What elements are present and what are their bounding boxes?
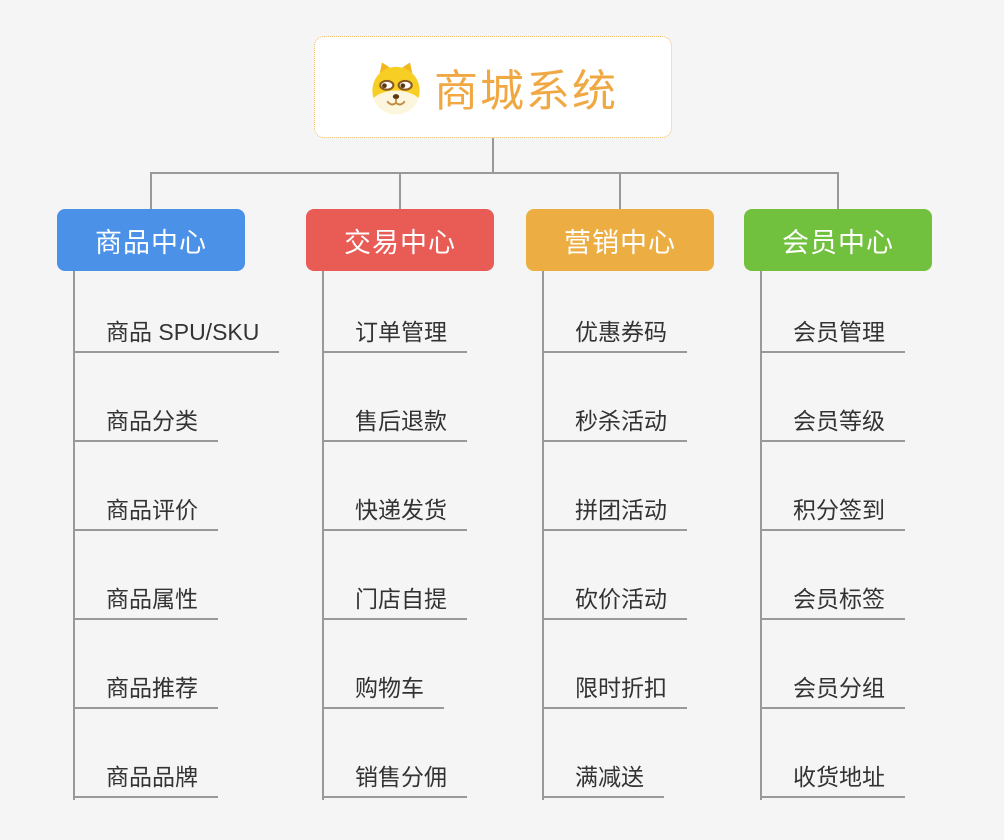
child-node-product-center-0[interactable]: 商品 SPU/SKU: [73, 317, 280, 353]
child-node-product-center-2[interactable]: 商品评价: [73, 495, 218, 531]
child-node-product-center-3[interactable]: 商品属性: [73, 584, 218, 620]
branch-node-member-center[interactable]: 会员中心: [744, 209, 932, 271]
connector-drop-product-center: [150, 172, 152, 209]
child-node-marketing-center-1[interactable]: 秒杀活动: [542, 406, 687, 442]
connector-root-stub: [492, 138, 494, 173]
branch-node-trade-center[interactable]: 交易中心: [306, 209, 494, 271]
child-node-product-center-5[interactable]: 商品品牌: [73, 762, 218, 798]
child-node-trade-center-1[interactable]: 售后退款: [322, 406, 467, 442]
child-node-marketing-center-4[interactable]: 限时折扣: [542, 673, 687, 709]
connector-column-marketing-center: [542, 271, 544, 800]
connector-column-trade-center: [322, 271, 324, 800]
child-node-member-center-3[interactable]: 会员标签: [760, 584, 905, 620]
connector-column-member-center: [760, 271, 762, 800]
child-node-marketing-center-5[interactable]: 满减送: [542, 762, 664, 798]
connector-drop-trade-center: [399, 172, 401, 209]
child-node-trade-center-0[interactable]: 订单管理: [322, 317, 467, 353]
root-title: 商城系统: [434, 67, 618, 116]
branch-node-marketing-center[interactable]: 营销中心: [526, 209, 714, 271]
child-node-marketing-center-3[interactable]: 砍价活动: [542, 584, 687, 620]
dog-icon: [372, 62, 420, 115]
connector-drop-member-center: [837, 172, 839, 209]
connector-drop-marketing-center: [619, 172, 621, 209]
child-node-trade-center-4[interactable]: 购物车: [322, 673, 444, 709]
child-node-marketing-center-0[interactable]: 优惠券码: [542, 317, 687, 353]
child-node-trade-center-3[interactable]: 门店自提: [322, 584, 467, 620]
child-node-member-center-1[interactable]: 会员等级: [760, 406, 905, 442]
branch-node-product-center[interactable]: 商品中心: [57, 209, 245, 271]
child-node-member-center-4[interactable]: 会员分组: [760, 673, 905, 709]
child-node-product-center-4[interactable]: 商品推荐: [73, 673, 218, 709]
connector-column-product-center: [73, 271, 75, 800]
child-node-trade-center-2[interactable]: 快递发货: [322, 495, 467, 531]
child-node-product-center-1[interactable]: 商品分类: [73, 406, 218, 442]
root-node[interactable]: 商城系统: [314, 36, 672, 138]
child-node-trade-center-5[interactable]: 销售分佣: [322, 762, 467, 798]
child-node-member-center-5[interactable]: 收货地址: [760, 762, 905, 798]
connector-bus: [150, 172, 838, 174]
child-node-member-center-0[interactable]: 会员管理: [760, 317, 905, 353]
child-node-marketing-center-2[interactable]: 拼团活动: [542, 495, 687, 531]
child-node-member-center-2[interactable]: 积分签到: [760, 495, 905, 531]
